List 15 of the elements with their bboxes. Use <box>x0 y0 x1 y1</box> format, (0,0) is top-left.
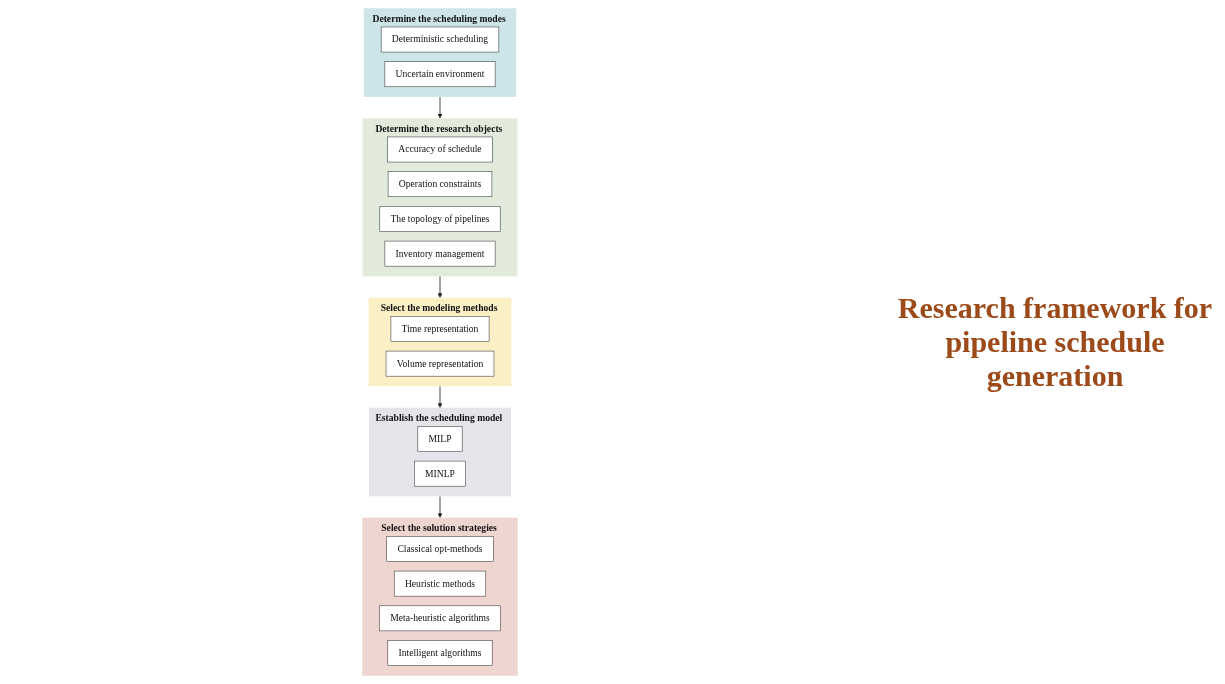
node-box: Deterministic scheduling <box>380 26 500 53</box>
node-box: MILP <box>417 426 463 452</box>
node-box: Classical opt-methods <box>386 536 494 562</box>
diagram-caption: Research framework for pipeline schedule generation <box>896 291 1214 393</box>
node-box: MINLP <box>414 460 466 487</box>
node-box: Accuracy of schedule <box>387 136 493 163</box>
node-box: The topology of pipelines <box>379 206 501 232</box>
node-box: Intelligent algorithms <box>387 640 493 666</box>
node-box: Operation constraints <box>387 171 493 198</box>
node-box: Inventory management <box>384 240 496 267</box>
node-box: Time representation <box>390 316 490 342</box>
node-box: Volume representation <box>385 350 495 377</box>
node-box: Heuristic methods <box>393 570 487 597</box>
node-box: Uncertain environment <box>384 61 496 88</box>
node-box: Meta-heuristic algorithms <box>379 605 501 632</box>
